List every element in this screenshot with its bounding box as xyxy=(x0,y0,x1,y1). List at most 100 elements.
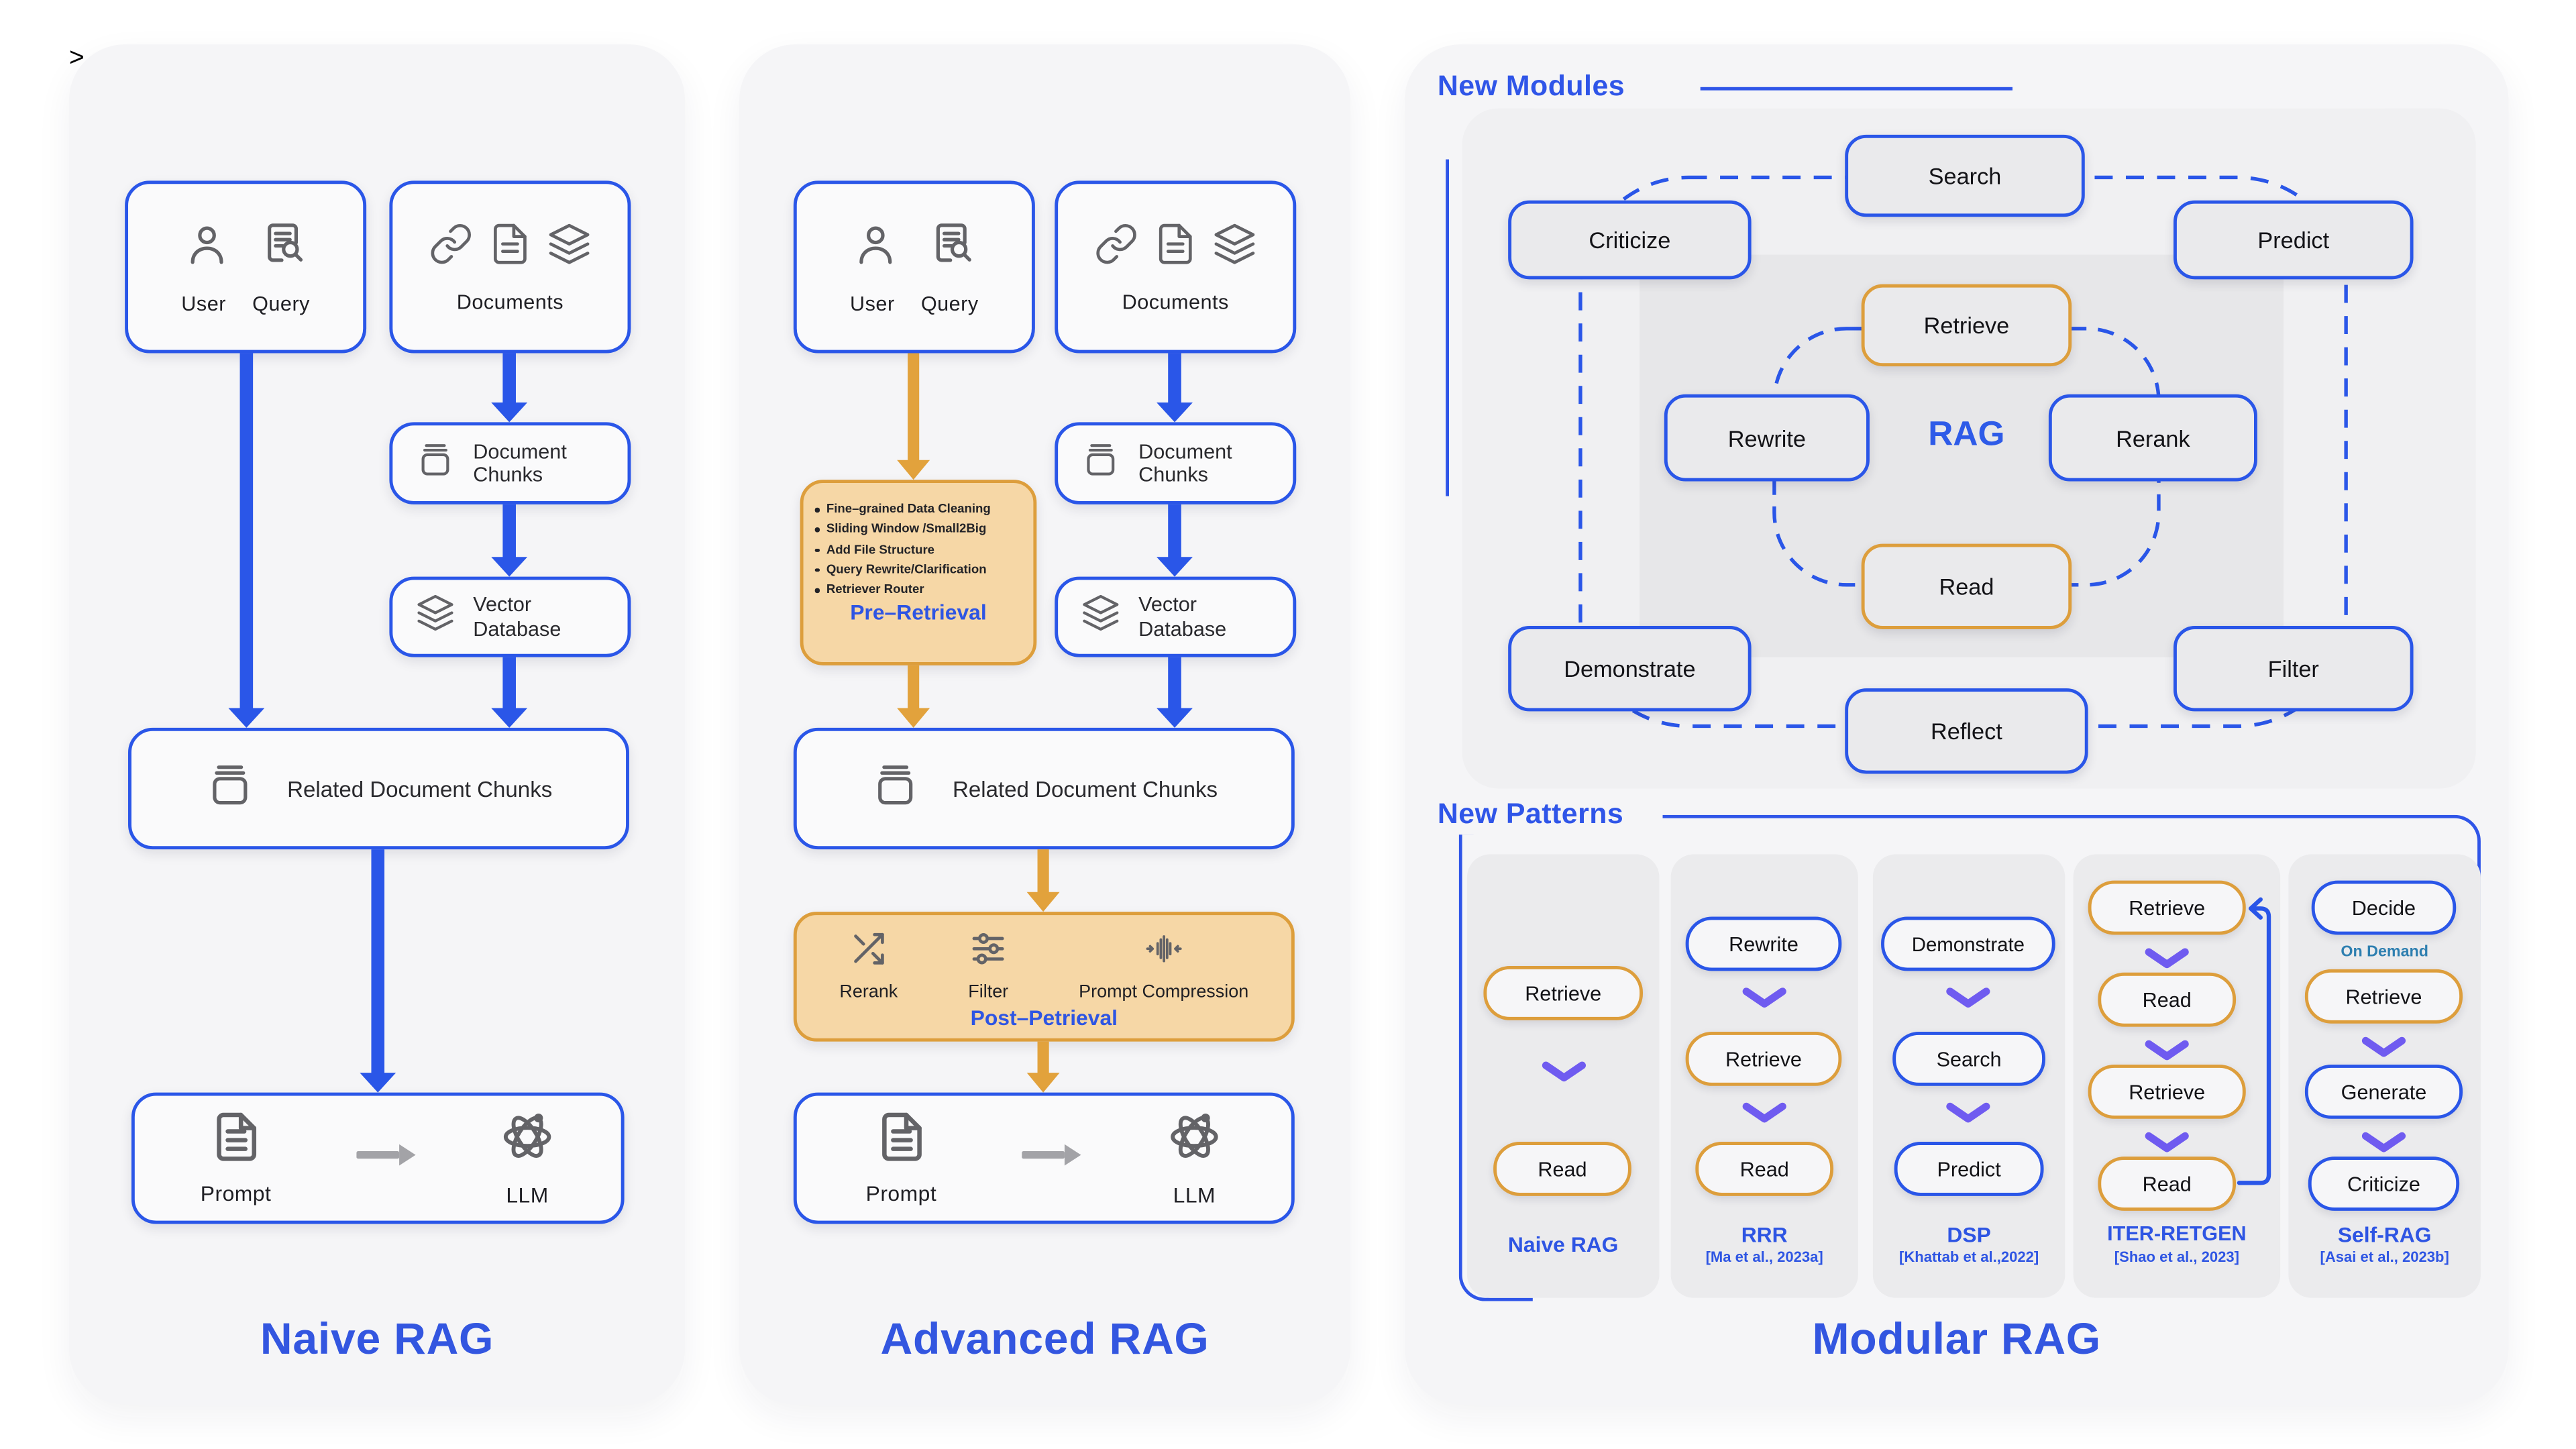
arrow-vectordb-to-related xyxy=(1155,657,1195,728)
arrow-vectordb-to-related xyxy=(490,657,529,728)
module-search: Search xyxy=(1845,134,2085,217)
arrow-preretrieval-to-related xyxy=(894,665,933,728)
pattern-name: DSP xyxy=(1947,1222,1991,1247)
query-icon xyxy=(260,219,309,277)
pattern-step: Retrieve xyxy=(1685,1031,1842,1086)
user-label: User xyxy=(850,291,895,315)
user-icon xyxy=(850,219,899,277)
naive-document-chunks-box: Document Chunks xyxy=(389,422,631,504)
iter-retgen-loop-arrow xyxy=(2237,897,2271,1185)
chevron-down-icon xyxy=(1741,1102,1788,1124)
prompt-file-icon xyxy=(875,1111,927,1172)
pattern-citation: [Ma et al., 2023a] xyxy=(1705,1248,1823,1265)
new-patterns-left-bracket xyxy=(1458,835,1533,1301)
chevron-down-icon xyxy=(1741,987,1788,1009)
query-label: Query xyxy=(920,291,979,315)
rerank-label: Rerank xyxy=(839,982,898,1002)
pattern-citation: [Asai et al., 2023b] xyxy=(2320,1248,2449,1265)
pattern-step: Demonstrate xyxy=(1881,916,2055,971)
pre-retrieval-bullet: Retriever Router xyxy=(814,580,1024,600)
shuffle-icon xyxy=(850,930,888,976)
arrow-chunks-to-vectordb xyxy=(490,504,529,577)
new-modules-header: New Modules xyxy=(1437,68,1625,102)
prompt-file-icon xyxy=(209,1111,262,1172)
document-icon xyxy=(1153,221,1197,273)
pattern-step: Generate xyxy=(2304,1064,2463,1119)
advanced-document-chunks-box: Document Chunks xyxy=(1055,422,1297,504)
module-retrieve: Retrieve xyxy=(1861,284,2072,367)
related-chunks-label: Related Document Chunks xyxy=(287,776,553,801)
new-modules-header-line xyxy=(1700,87,2013,91)
llm-atom-icon xyxy=(499,1109,555,1173)
naive-vector-database-box: Vector Database xyxy=(389,576,631,657)
pattern-step: Retrieve xyxy=(2304,969,2463,1024)
pattern-step: Predict xyxy=(1894,1142,2044,1196)
archive-box-icon xyxy=(871,760,920,818)
advanced-rag-title: Advanced RAG xyxy=(880,1314,1210,1364)
stack-icon xyxy=(1081,593,1120,641)
arrow-related-to-postretrieval xyxy=(1024,849,1063,912)
pre-retrieval-bullet: Add File Structure xyxy=(814,540,1024,560)
module-reflect: Reflect xyxy=(1845,688,2088,774)
arrow-documents-to-chunks xyxy=(490,353,529,423)
llm-label: LLM xyxy=(506,1183,549,1208)
chevron-down-icon xyxy=(2361,1036,2407,1058)
pattern-step: Read xyxy=(2098,972,2237,1027)
pattern-citation: [Shao et al., 2023] xyxy=(2114,1248,2239,1265)
naive-prompt-llm-box: Prompt LLM xyxy=(131,1092,625,1224)
document-chunks-label: Document Chunks xyxy=(1138,439,1232,486)
module-rewrite: Rewrite xyxy=(1664,394,1870,482)
advanced-vector-database-box: Vector Database xyxy=(1055,576,1297,657)
advanced-user-query-box: User Query xyxy=(793,180,1035,354)
prompt-compression-icon xyxy=(1143,930,1184,976)
prompt-label: Prompt xyxy=(865,1181,937,1206)
chevron-down-icon xyxy=(1945,1102,1992,1124)
pre-retrieval-box: Fine–grained Data Cleaning Sliding Windo… xyxy=(800,480,1037,665)
rag-label: RAG xyxy=(1928,415,2005,453)
outer-dashed-ring xyxy=(1578,175,2348,729)
naive-user-query-box: User Query xyxy=(125,180,367,354)
pattern-step: Search xyxy=(1892,1031,2045,1086)
pattern-step: Read xyxy=(1493,1142,1631,1196)
archive-box-icon xyxy=(205,760,254,818)
advanced-prompt-llm-box: Prompt LLM xyxy=(793,1092,1295,1224)
pattern-citation: [Khattab et al.,2022] xyxy=(1898,1248,2039,1265)
advanced-related-chunks-box: Related Document Chunks xyxy=(793,727,1295,850)
arrow-documents-to-chunks xyxy=(1155,353,1195,423)
module-rerank: Rerank xyxy=(2048,394,2257,482)
modular-rag-title: Modular RAG xyxy=(1812,1314,2101,1364)
pattern-name: Self-RAG xyxy=(2337,1222,2432,1247)
module-criticize: Criticize xyxy=(1508,200,1752,280)
prompt-compression-label: Prompt Compression xyxy=(1079,982,1249,1002)
pattern-step: Read xyxy=(1695,1142,1834,1196)
chevron-down-icon xyxy=(1945,987,1992,1009)
pattern-step: Criticize xyxy=(2308,1157,2460,1211)
documents-label: Documents xyxy=(456,290,564,313)
chevron-down-icon xyxy=(2144,1040,2190,1061)
query-icon xyxy=(929,219,978,277)
pattern-step: Read xyxy=(2098,1157,2237,1211)
module-read: Read xyxy=(1861,543,2072,629)
documents-label: Documents xyxy=(1122,290,1229,313)
vector-database-label: Vector Database xyxy=(1138,593,1227,640)
pattern-step: Retrieve xyxy=(2088,1064,2246,1119)
arrow-postretrieval-to-prompt xyxy=(1024,1041,1063,1093)
archive-box-icon xyxy=(416,439,455,487)
llm-label: LLM xyxy=(1173,1183,1216,1208)
arrow-userquery-to-preretrieval xyxy=(894,353,933,480)
module-filter: Filter xyxy=(2174,626,2414,712)
naive-rag-title: Naive RAG xyxy=(260,1314,494,1364)
archive-box-icon xyxy=(1081,439,1120,487)
user-icon xyxy=(182,219,231,277)
post-retrieval-label: Post–Petrieval xyxy=(970,1005,1118,1030)
new-patterns-header: New Patterns xyxy=(1437,796,1624,830)
arrow-chunks-to-vectordb xyxy=(1155,504,1195,577)
new-modules-left-tick xyxy=(1446,159,1450,496)
chevron-down-icon xyxy=(2144,948,2190,969)
pre-retrieval-bullet: Sliding Window /Small2Big xyxy=(814,520,1024,540)
pattern-step: Retrieve xyxy=(2088,880,2246,935)
document-icon xyxy=(488,221,532,273)
chevron-down-icon xyxy=(2361,1132,2407,1153)
on-demand-note: On Demand xyxy=(2341,943,2428,961)
document-chunks-label: Document Chunks xyxy=(473,439,567,486)
